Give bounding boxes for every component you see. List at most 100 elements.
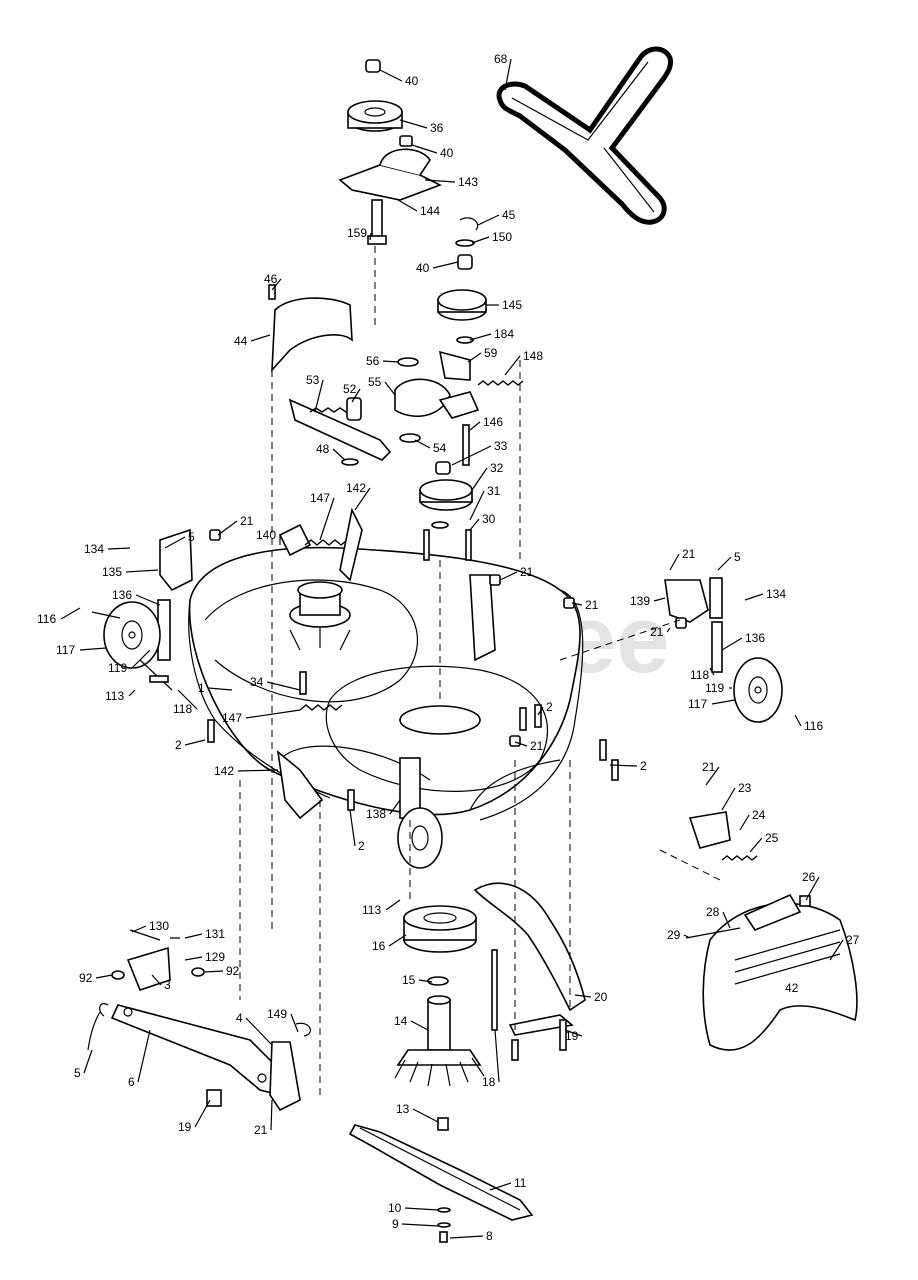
leader-line bbox=[217, 520, 238, 536]
part-callout-29: 29 bbox=[667, 928, 681, 942]
part-callout-20: 20 bbox=[594, 990, 608, 1004]
leader-line bbox=[744, 593, 764, 601]
part-callout-21: 21 bbox=[650, 625, 664, 639]
part-callout-5: 5 bbox=[74, 1066, 81, 1080]
leader-line bbox=[494, 1029, 500, 1083]
part-callout-2: 2 bbox=[358, 839, 365, 853]
part-callout-138: 138 bbox=[366, 807, 386, 821]
leader-line bbox=[379, 69, 403, 82]
leader-line bbox=[204, 970, 224, 973]
alignment-lines bbox=[239, 246, 721, 1100]
leader-line bbox=[467, 352, 482, 363]
leader-line bbox=[107, 547, 131, 550]
leader-line bbox=[721, 637, 743, 651]
leader-line bbox=[794, 714, 802, 727]
part-callout-2: 2 bbox=[640, 759, 647, 773]
part-callout-117: 117 bbox=[688, 697, 707, 711]
leader-line bbox=[574, 994, 592, 998]
leader-line bbox=[245, 709, 301, 719]
part-callout-113: 113 bbox=[362, 903, 381, 917]
part-callout-148: 148 bbox=[523, 349, 543, 363]
leader-line bbox=[711, 699, 736, 705]
discharge-chute: 42 bbox=[685, 811, 858, 1051]
leader-line bbox=[537, 706, 544, 716]
leader-line bbox=[469, 333, 492, 341]
part-callout-143: 143 bbox=[458, 175, 478, 189]
leader-line bbox=[131, 649, 151, 669]
leader-line bbox=[83, 1049, 93, 1074]
deck-fasteners bbox=[207, 529, 619, 811]
part-callout-21: 21 bbox=[702, 760, 716, 774]
leader-line bbox=[666, 627, 671, 633]
part-callout-40: 40 bbox=[405, 74, 419, 88]
part-callout-145: 145 bbox=[502, 298, 522, 312]
leader-line bbox=[424, 179, 456, 183]
part-callout-184: 184 bbox=[494, 327, 514, 341]
leader-line bbox=[184, 933, 203, 939]
leader-line bbox=[469, 421, 481, 431]
tension-springs bbox=[276, 507, 496, 820]
part-callout-45: 45 bbox=[502, 208, 516, 222]
part-callout-52: 52 bbox=[343, 382, 357, 396]
leader-line bbox=[135, 594, 161, 606]
part-callout-59: 59 bbox=[484, 346, 498, 360]
leader-line bbox=[504, 58, 512, 91]
part-callout-142: 142 bbox=[346, 481, 366, 495]
part-callout-159: 159 bbox=[347, 226, 367, 240]
leader-line bbox=[95, 974, 113, 979]
leader-line bbox=[514, 741, 528, 747]
part-callout-3: 3 bbox=[164, 978, 171, 992]
leader-line bbox=[384, 381, 396, 396]
leader-line bbox=[432, 261, 459, 269]
leader-line bbox=[471, 467, 488, 491]
leader-line bbox=[354, 487, 371, 511]
leader-line bbox=[471, 236, 490, 244]
part-callout-31: 31 bbox=[487, 484, 501, 498]
leader-line bbox=[388, 934, 407, 947]
leader-line bbox=[137, 1029, 151, 1083]
part-callout-136: 136 bbox=[112, 588, 132, 602]
leader-line bbox=[270, 1099, 273, 1131]
part-callout-92: 92 bbox=[79, 971, 93, 985]
drive-belt bbox=[496, 46, 673, 225]
part-callout-147: 147 bbox=[222, 711, 242, 725]
leader-line bbox=[499, 571, 518, 581]
part-callout-116: 116 bbox=[804, 719, 823, 733]
part-callout-30: 30 bbox=[482, 512, 496, 526]
part-callout-134: 134 bbox=[766, 587, 786, 601]
leader-line bbox=[237, 769, 279, 772]
leader-line bbox=[319, 497, 335, 541]
leader-line bbox=[722, 911, 731, 929]
leader-line bbox=[410, 1020, 429, 1031]
part-callout-11: 11 bbox=[514, 1176, 527, 1190]
part-callout-25: 25 bbox=[765, 831, 779, 845]
part-callout-24: 24 bbox=[752, 808, 766, 822]
part-callout-44: 44 bbox=[234, 334, 248, 348]
leader-line bbox=[669, 553, 680, 571]
part-callout-27: 27 bbox=[846, 933, 860, 947]
leader-line bbox=[489, 1182, 512, 1191]
right-wheel-assembly bbox=[664, 577, 783, 723]
leader-line bbox=[349, 809, 356, 847]
leader-line bbox=[60, 607, 81, 620]
part-callout-6: 6 bbox=[128, 1075, 135, 1089]
part-callout-4: 4 bbox=[236, 1011, 243, 1025]
blade-spindle-assembly bbox=[348, 905, 534, 1243]
part-callout-16: 16 bbox=[372, 939, 386, 953]
leader-line bbox=[194, 1099, 211, 1128]
leader-line bbox=[683, 934, 691, 939]
part-callout-53: 53 bbox=[306, 373, 320, 387]
leader-line bbox=[290, 1013, 299, 1033]
leader-line bbox=[829, 939, 844, 961]
leader-line bbox=[404, 1207, 439, 1211]
belt-guard-left bbox=[268, 284, 392, 466]
part-callout-32: 32 bbox=[490, 461, 504, 475]
leader-line bbox=[469, 518, 480, 531]
leader-line bbox=[418, 979, 433, 983]
part-callout-144: 144 bbox=[420, 204, 440, 218]
leader-line bbox=[177, 689, 198, 710]
leader-line bbox=[271, 278, 282, 291]
part-callout-40: 40 bbox=[440, 146, 454, 160]
part-callout-15: 15 bbox=[402, 973, 416, 987]
